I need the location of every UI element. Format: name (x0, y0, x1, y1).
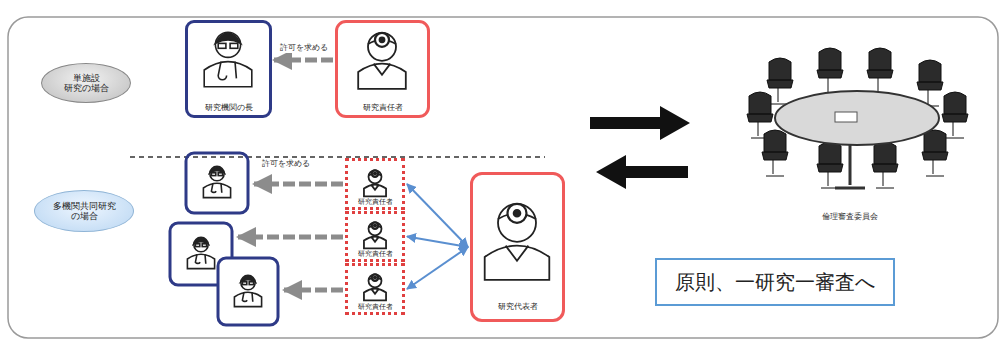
committee-label: 倫理審査委員会 (822, 211, 878, 222)
permission-label: 許可を求める (262, 158, 310, 169)
researcher-icon (364, 170, 386, 196)
chair (917, 60, 943, 106)
chair (817, 48, 843, 94)
node-label: 多機関共同研究 の場合 (42, 201, 126, 222)
case-oval: 多機関共同研究 の場合 (34, 190, 134, 232)
permission-arrow (274, 58, 333, 63)
node-label: 原則、一研究一審査へ (675, 271, 875, 294)
permission-arrow (254, 182, 343, 187)
node-label: 研究責任者 (358, 198, 393, 206)
researcher-icon (485, 204, 550, 280)
permission-arrow (238, 235, 343, 240)
panel (8, 17, 998, 338)
submit-arrow (590, 106, 690, 140)
node-label: 研究責任者 (358, 303, 393, 311)
head-box (218, 258, 278, 325)
chair (872, 142, 898, 188)
return-arrow (596, 155, 688, 189)
node-label: 研究責任者 (358, 250, 393, 258)
researcher-icon (364, 274, 386, 300)
chair (922, 130, 948, 176)
chair (762, 130, 788, 176)
researcher-box: 研究責任者 (345, 158, 405, 210)
link-arrow (407, 247, 468, 289)
doctor-icon (203, 166, 230, 197)
doctor-icon (204, 32, 252, 87)
chair (817, 142, 843, 188)
node-label: 単施設 研究の場合 (49, 73, 123, 94)
paper (835, 112, 857, 122)
permission-label: 許可を求める (278, 42, 330, 53)
node-label: 研究責任者 (363, 103, 403, 112)
committee-table (747, 48, 968, 188)
chair (867, 48, 893, 94)
head-box: 研究機関の長 (185, 20, 272, 118)
link-arrow (407, 184, 468, 247)
case-oval: 単施設 研究の場合 (41, 63, 131, 103)
table-leg (835, 145, 865, 188)
principle-box: 原則、一研究一審査へ (655, 258, 895, 306)
node-label: 研究機関の長 (205, 103, 253, 112)
representative-box: 研究代表者 (470, 172, 565, 322)
head-box (186, 153, 248, 213)
link-arrow (407, 237, 468, 248)
researcher-icon (364, 222, 386, 248)
doctor-icon (234, 275, 261, 306)
researcher-box: 研究責任者 (345, 211, 405, 262)
node-label: 研究代表者 (498, 302, 538, 311)
divider (130, 156, 545, 158)
chair (942, 92, 968, 138)
doctor-icon (187, 237, 214, 268)
researcher-box: 研究責任者 (345, 263, 405, 315)
table-top (775, 91, 939, 145)
researcher-icon (358, 33, 406, 89)
researcher-box: 研究責任者 (335, 20, 430, 118)
permission-arrow (284, 288, 343, 293)
